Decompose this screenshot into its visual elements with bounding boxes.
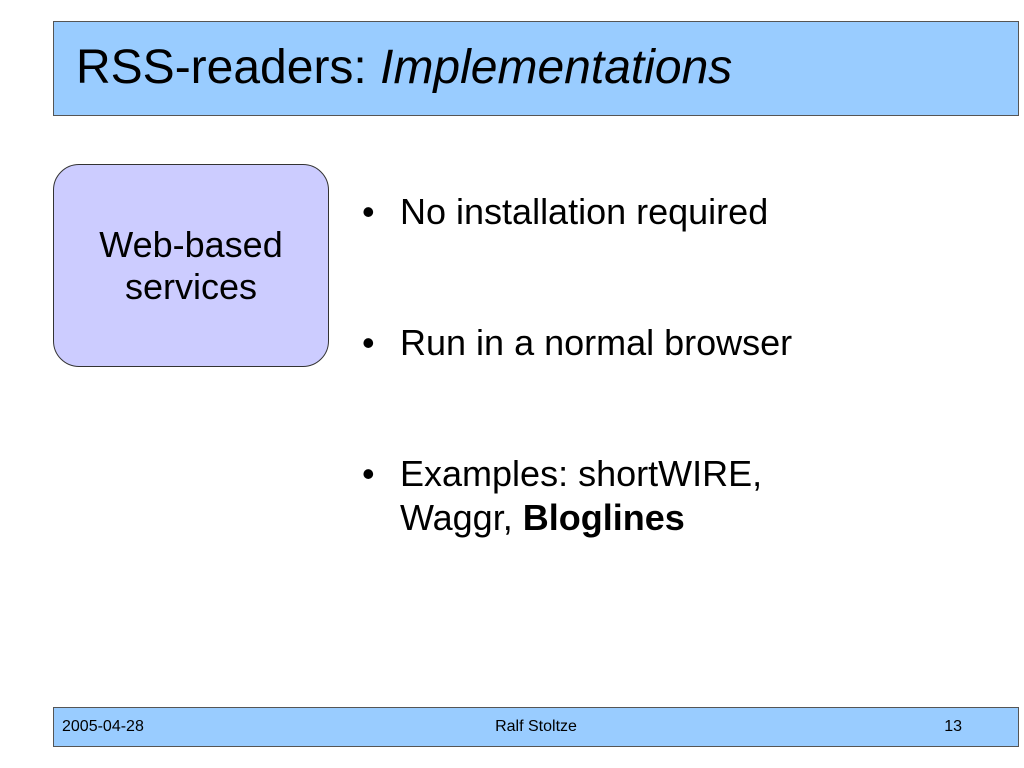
- category-box: Web-based services: [53, 164, 329, 367]
- bullet-item: Run in a normal browser: [362, 321, 1002, 365]
- footer-author: Ralf Stoltze: [495, 718, 577, 735]
- bullet-dot-icon: [362, 321, 375, 365]
- bullet-item: No installation required: [362, 190, 1002, 234]
- category-label-line-2: services: [124, 265, 257, 307]
- footer-date: 2005-04-28: [62, 718, 144, 735]
- bullet-text-line-2: Waggr,: [400, 497, 523, 538]
- bullet-item: Examples: shortWIRE, Waggr, Bloglines: [362, 452, 1002, 540]
- bullet-dot-icon: [362, 190, 375, 234]
- bullet-list: No installation required Run in a normal…: [362, 190, 1002, 540]
- footer-bar: 2005-04-28 Ralf Stoltze 13: [53, 707, 1019, 747]
- slide-title: RSS-readers: Implementations: [76, 40, 732, 96]
- bullet-dot-icon: [362, 452, 375, 496]
- title-italic: Implementations: [380, 41, 733, 94]
- title-main: RSS-readers:: [76, 41, 381, 94]
- category-label: Web-based services: [99, 224, 282, 308]
- category-label-line-1: Web-based: [99, 223, 283, 265]
- title-bar: RSS-readers: Implementations: [53, 21, 1019, 116]
- footer-page-number: 13: [944, 718, 962, 735]
- bullet-text: Run in a normal browser: [400, 322, 793, 363]
- bullet-text: No installation required: [400, 191, 769, 232]
- bullet-text-line-1: Examples: shortWIRE,: [400, 453, 763, 494]
- bullet-text-bold: Bloglines: [522, 497, 685, 538]
